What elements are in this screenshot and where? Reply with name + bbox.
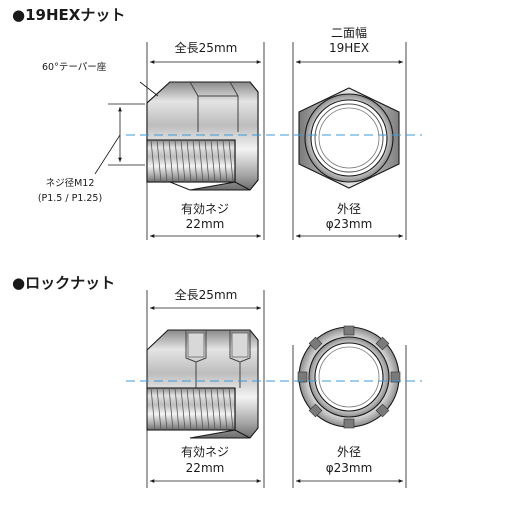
thread-label-line1: ネジ径M12 [46, 177, 95, 189]
hex-label-line2: 19HEX [329, 41, 369, 55]
section-19hex-nut: ●19HEXナット 全長25mm 二面幅 19HEX [12, 6, 422, 240]
hex-nut-side-view [146, 81, 259, 191]
effective-thread-label-line1: 有効ネジ [181, 201, 229, 216]
lock-nut-side-view [146, 329, 259, 439]
section-heading: ●19HEXナット [12, 6, 125, 24]
lock-nut-front-view [297, 325, 401, 429]
outer-diameter-label-line2: φ23mm [326, 461, 373, 475]
outer-diameter-label-line1: 外径 [337, 202, 361, 216]
outer-diameter-label-line1: 外径 [337, 445, 361, 459]
length-label: 全長25mm [175, 287, 238, 302]
section-heading: ●ロックナット [12, 274, 115, 292]
length-label: 全長25mm [175, 40, 238, 55]
effective-thread-label-line2: 22mm [186, 217, 225, 231]
section-lock-nut: ●ロックナット 全長25mm [12, 274, 422, 488]
hex-label-line1: 二面幅 [331, 25, 367, 40]
effective-thread-label-line1: 有効ネジ [181, 444, 229, 459]
taper-leader-line [139, 81, 159, 97]
hex-nut-front-view [298, 87, 400, 189]
outer-diameter-label-line2: φ23mm [326, 217, 373, 231]
thread-label-line2: (P1.5 / P1.25) [38, 193, 102, 204]
thread-leader-line [94, 134, 121, 175]
effective-thread-label-line2: 22mm [186, 461, 225, 475]
taper-label: 60°テーパー座 [42, 61, 107, 73]
